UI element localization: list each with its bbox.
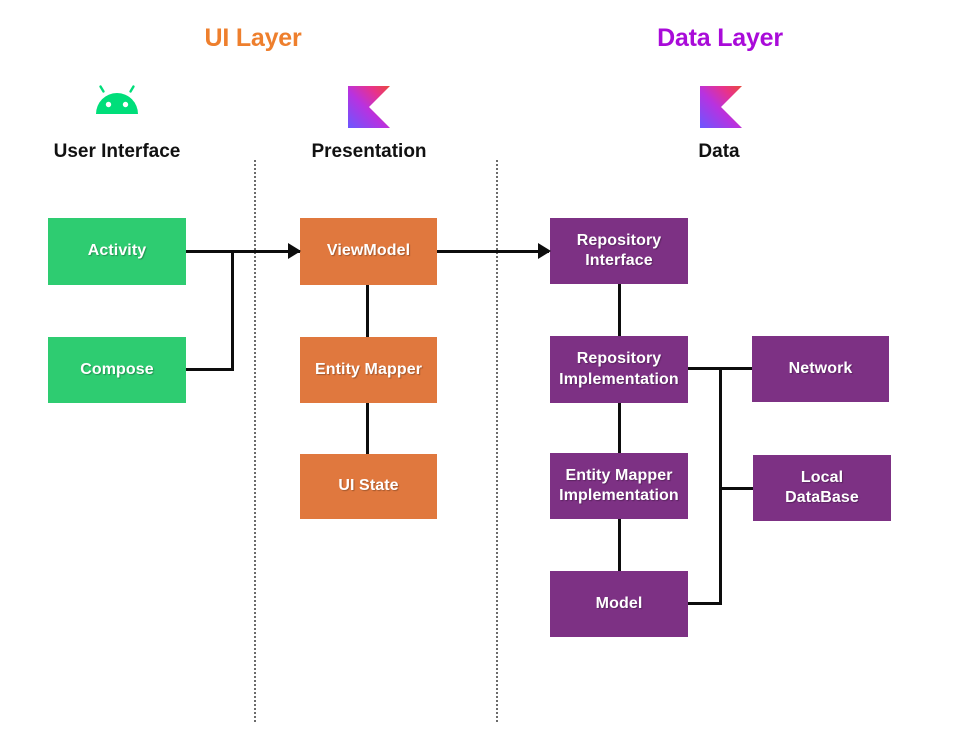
connector-compose-to-merge: [186, 368, 234, 371]
connector-repo-interface-to-repo-impl: [618, 283, 621, 338]
connector-bus-to-local-database: [719, 487, 755, 490]
node-compose[interactable]: Compose: [48, 337, 186, 403]
node-ui-state[interactable]: UI State: [300, 454, 437, 519]
connector-activity-to-viewmodel: [186, 250, 302, 253]
connector-data-bus-vertical: [719, 367, 722, 605]
arrowhead-to-viewmodel: [288, 243, 301, 259]
connector-model-to-bus: [688, 602, 722, 605]
node-activity[interactable]: Activity: [48, 218, 186, 285]
connector-viewmodel-to-repository-interface: [437, 250, 549, 253]
connector-entity-mapper-to-ui-state: [366, 402, 369, 455]
column-label-presentation: Presentation: [311, 141, 427, 162]
column-label-user-interface: User Interface: [53, 141, 181, 162]
data-layer-title: Data Layer: [657, 24, 783, 52]
connector-viewmodel-to-entity-mapper: [366, 285, 369, 338]
node-viewmodel[interactable]: ViewModel: [300, 218, 437, 285]
connector-entity-mapper-impl-to-model: [618, 518, 621, 573]
node-model[interactable]: Model: [550, 571, 688, 637]
layer-divider-right: [496, 160, 498, 722]
kotlin-logo-icon: [692, 78, 750, 136]
layer-divider-left: [254, 160, 256, 722]
connector-repo-impl-to-entity-mapper-impl: [618, 402, 621, 455]
connector-ui-merge-vertical: [231, 250, 234, 371]
arrowhead-to-repository-interface: [538, 243, 551, 259]
android-robot-icon: [88, 78, 146, 136]
kotlin-logo-icon: [340, 78, 398, 136]
column-label-data: Data: [698, 141, 740, 162]
ui-layer-title: UI Layer: [204, 24, 302, 52]
node-network[interactable]: Network: [752, 336, 889, 402]
node-entity-mapper[interactable]: Entity Mapper: [300, 337, 437, 403]
